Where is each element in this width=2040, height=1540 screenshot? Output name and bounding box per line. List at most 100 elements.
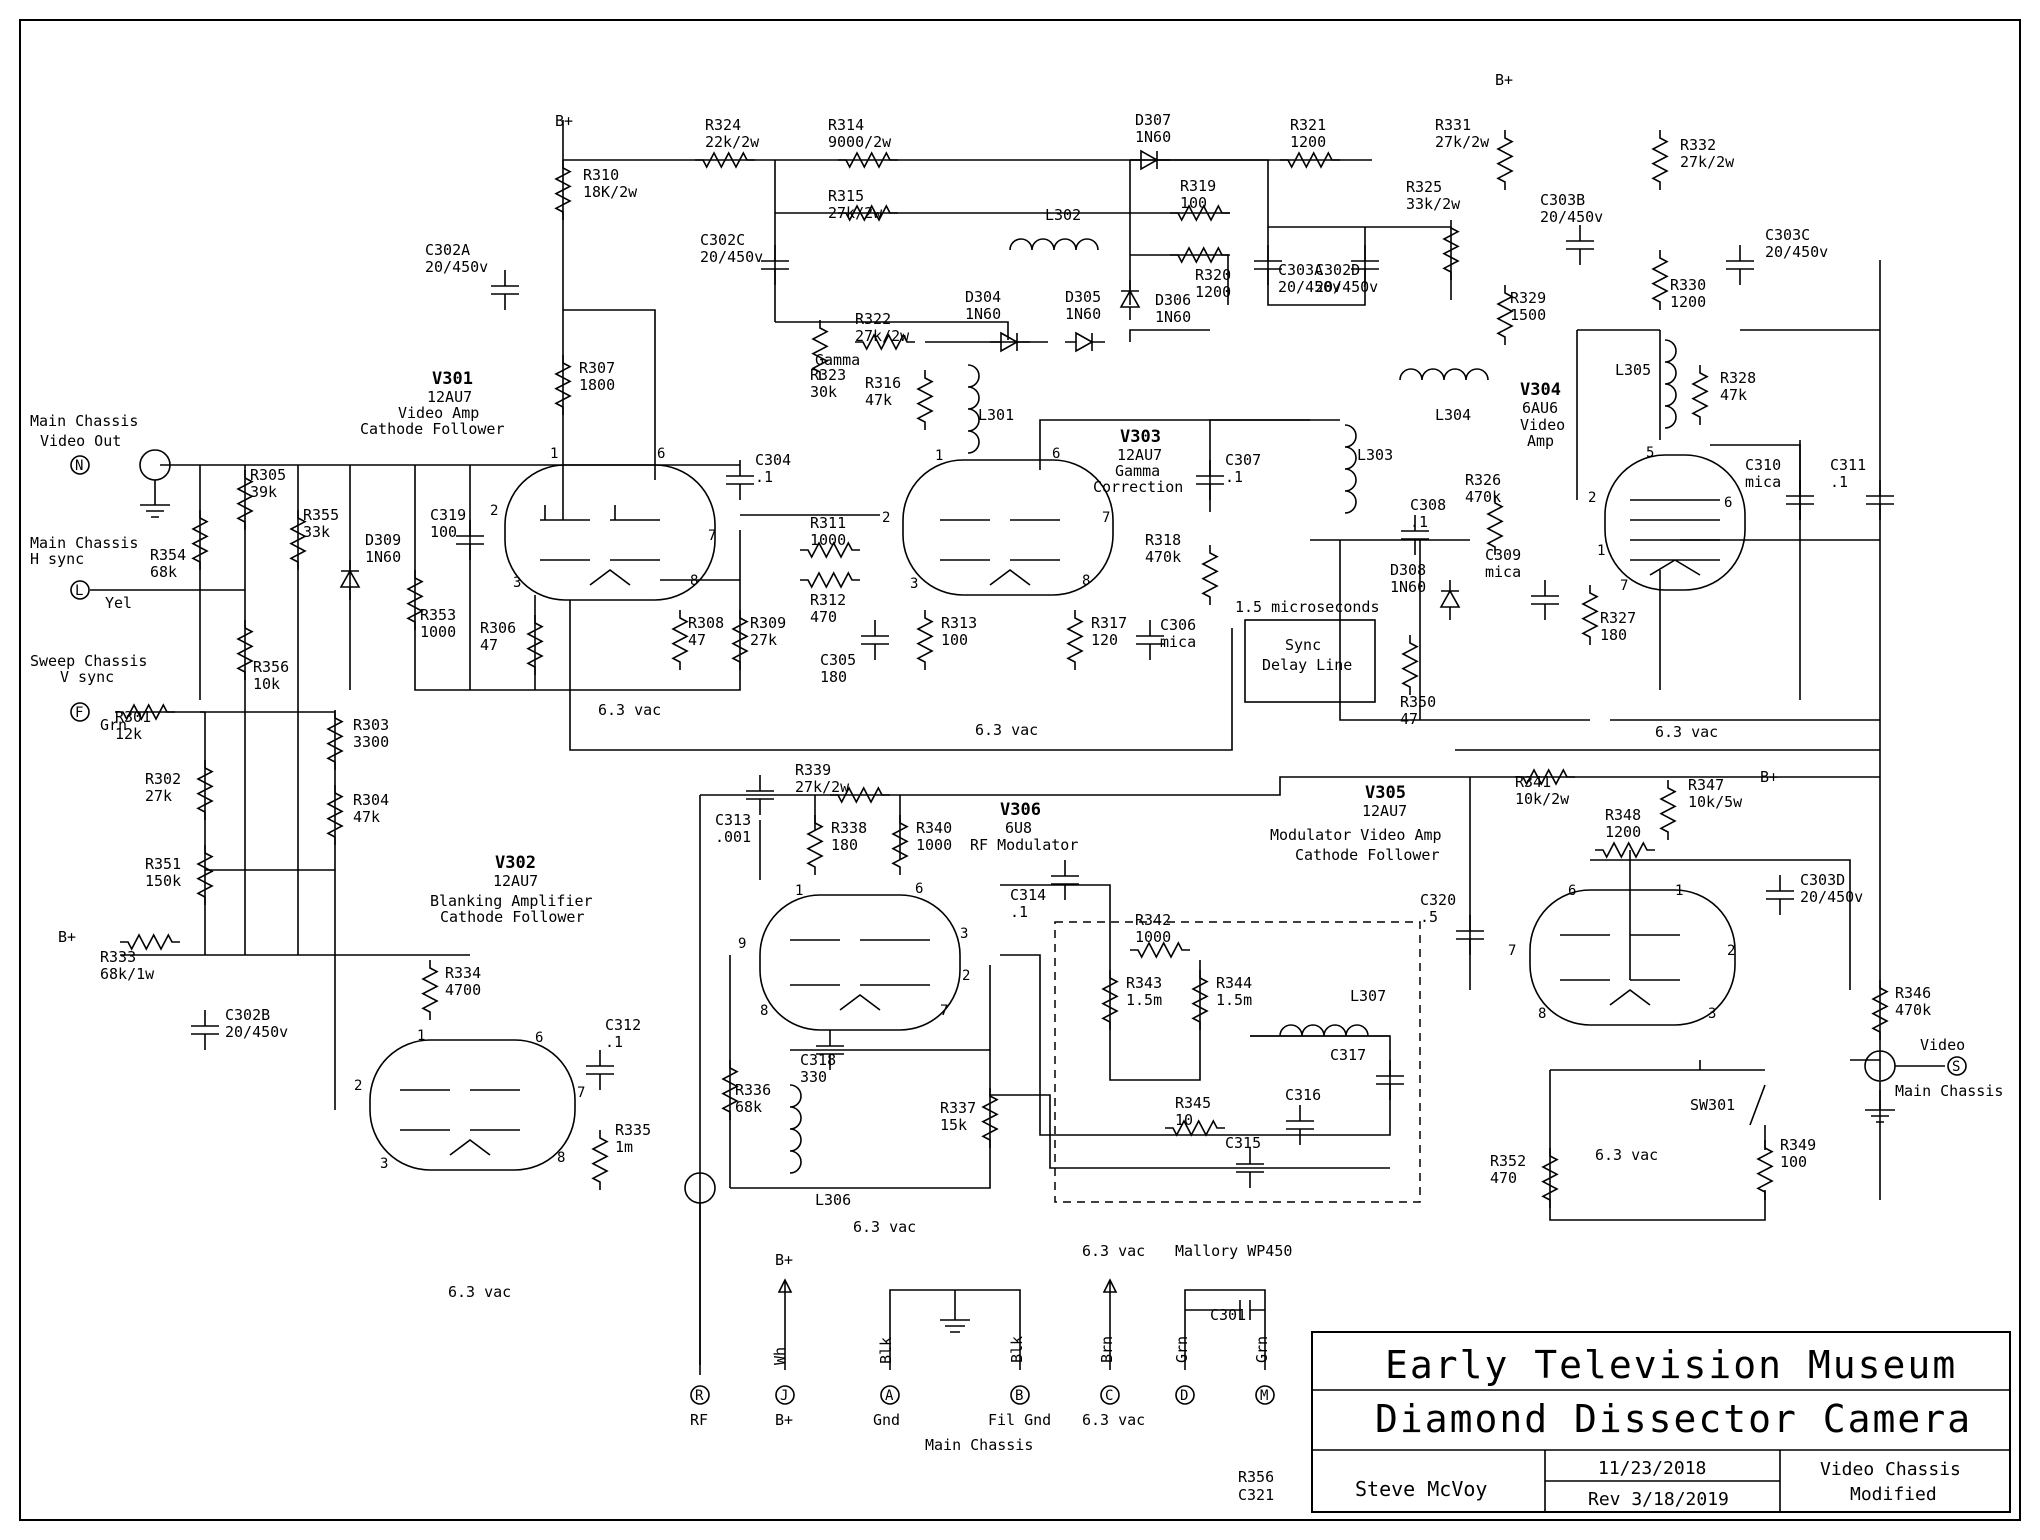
- component-ref: R301: [115, 708, 151, 726]
- component-value: 100: [430, 523, 457, 541]
- component-symbol: [838, 151, 898, 169]
- component-value: 9000/2w: [828, 133, 892, 151]
- component-symbol: [1496, 285, 1514, 345]
- component-value: 470k: [1895, 1001, 1931, 1019]
- component-symbol: [491, 270, 519, 310]
- component-ref: R310: [583, 166, 619, 184]
- component-value: 470k: [1145, 548, 1181, 566]
- component-ref: C318: [800, 1051, 836, 1069]
- connector-letter: R: [695, 1388, 704, 1404]
- connector-d[interactable]: D Grn: [1173, 1336, 1195, 1405]
- component-symbol: [1531, 580, 1559, 620]
- tube-desc: Correction: [1093, 478, 1183, 496]
- component-ref: L306: [815, 1191, 851, 1209]
- component-value: 1N60: [1065, 305, 1101, 323]
- component-ref: R304: [353, 791, 389, 809]
- tube-desc: Video: [1520, 416, 1565, 434]
- connector-b[interactable]: B Fil Gnd Blk: [988, 1336, 1051, 1429]
- component-ref: C309: [1485, 546, 1521, 564]
- component-value: 1N60: [1390, 578, 1426, 596]
- component-symbol: [1376, 1060, 1404, 1100]
- svg-text:6.3 vac: 6.3 vac: [1655, 723, 1718, 741]
- component-ref: C304: [755, 451, 791, 469]
- component-value: 47: [688, 631, 706, 649]
- component-value: 1500: [1510, 306, 1546, 324]
- component-symbol: [1595, 841, 1655, 859]
- component-ref: C306: [1160, 616, 1196, 634]
- component-ref: R317: [1091, 614, 1127, 632]
- tube-desc: Modulator Video Amp: [1270, 826, 1442, 844]
- component-l304: L304: [1399, 368, 1489, 424]
- connector-r[interactable]: R RF: [684, 1172, 716, 1429]
- component-symbol: [1566, 225, 1594, 265]
- component-symbol: [554, 160, 572, 220]
- component-symbol: [1254, 245, 1282, 285]
- component-symbol: [1515, 768, 1575, 786]
- component-ref: R332: [1680, 136, 1716, 154]
- component-value: .1: [1410, 513, 1428, 531]
- component-value: .1: [1830, 473, 1848, 491]
- connector-j[interactable]: J B+ Wh: [771, 1347, 795, 1429]
- connector-s[interactable]: S Video Main Chassis: [1864, 1036, 2003, 1123]
- svg-text:6.3 vac: 6.3 vac: [448, 1283, 511, 1301]
- tube-type: 6U8: [1005, 819, 1032, 837]
- svg-text:7: 7: [708, 528, 716, 544]
- tube-desc: Amp: [1527, 432, 1554, 450]
- component-ref: R320: [1195, 266, 1231, 284]
- component-value: 27k: [750, 631, 777, 649]
- svg-text:3: 3: [960, 926, 968, 942]
- connector-letter: F: [75, 705, 83, 721]
- svg-text:B+: B+: [555, 112, 573, 130]
- component-value: 1.5m: [1126, 991, 1162, 1009]
- tube-label-v306: V306 6U8 RF Modulator: [970, 800, 1078, 854]
- component-symbol: [1351, 245, 1379, 285]
- component-symbol: [421, 960, 439, 1020]
- component-ref: R351: [145, 855, 181, 873]
- svg-text:8: 8: [557, 1150, 565, 1166]
- component-ref: R322: [855, 310, 891, 328]
- component-c308: C308.1: [1401, 496, 1446, 555]
- component-ref: R314: [828, 116, 864, 134]
- component-value: 47k: [865, 391, 892, 409]
- note: C321: [1238, 1486, 1274, 1504]
- component-value: 20/450v: [1800, 888, 1863, 906]
- component-ref: R326: [1465, 471, 1501, 489]
- component-ref: C311: [1830, 456, 1866, 474]
- svg-text:2: 2: [962, 968, 970, 984]
- connector-a[interactable]: A Gnd Blk: [873, 1337, 900, 1429]
- connector-n[interactable]: N Main Chassis Video Out: [30, 412, 171, 518]
- component-symbol: [1051, 860, 1079, 900]
- component-symbol: [1581, 585, 1599, 645]
- component-symbol: [1691, 365, 1709, 425]
- component-symbol: [339, 560, 361, 600]
- tube-v303: [902, 459, 1114, 596]
- wire-color: Yel: [105, 594, 132, 612]
- svg-text:1: 1: [795, 883, 803, 899]
- connector-letter: J: [780, 1388, 788, 1404]
- connector-l[interactable]: L Main Chassis H sync Yel: [30, 534, 245, 612]
- component-ref: C302C: [700, 231, 745, 249]
- component-value: .5: [1420, 908, 1438, 926]
- component-symbol: [1456, 915, 1484, 955]
- component-symbol: [1170, 204, 1230, 222]
- svg-text:1: 1: [935, 448, 943, 464]
- connector-c[interactable]: C 6.3 vac Brn: [1082, 1336, 1145, 1429]
- component-symbol: [1279, 1024, 1369, 1037]
- connector-m[interactable]: M Grn: [1253, 1336, 1275, 1405]
- component-value: 1N60: [365, 548, 401, 566]
- component-symbol: [1286, 1105, 1314, 1145]
- component-value: 18K/2w: [583, 183, 638, 201]
- component-ref: R333: [100, 948, 136, 966]
- connector-f[interactable]: F Sweep Chassis V sync Grn: [30, 652, 147, 734]
- museum-title: Early Television Museum: [1385, 1343, 1957, 1387]
- component-c314: C314.1: [1010, 860, 1079, 921]
